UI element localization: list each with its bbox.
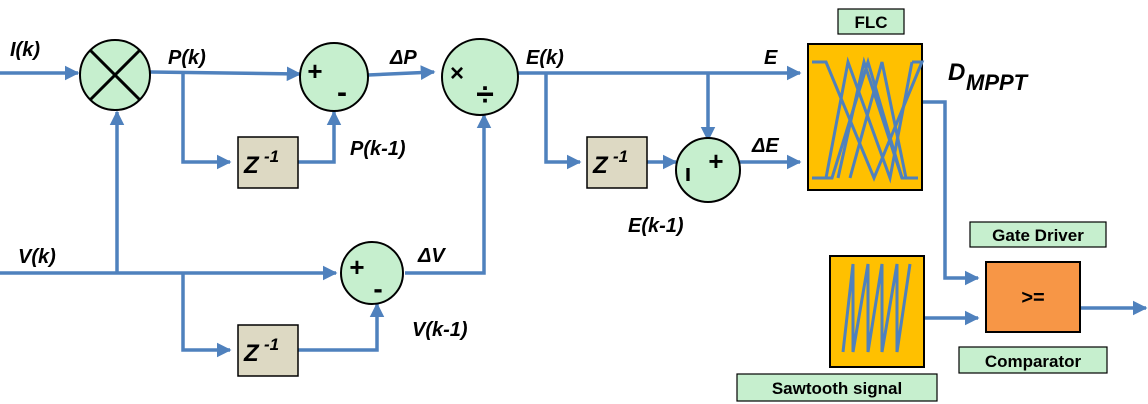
label-input-current: I(k) <box>10 39 40 61</box>
membership-function <box>812 56 918 180</box>
label-voltage-prev: V(k-1) <box>412 319 468 341</box>
label-error: E(k) <box>526 47 564 69</box>
sawtooth-wave <box>841 263 912 353</box>
delay-block-voltage: Z -1 <box>237 324 299 377</box>
delay-z: Z <box>243 340 260 367</box>
membership-function <box>824 56 914 184</box>
membership-function <box>812 60 925 182</box>
sum-block-power: + - <box>299 42 369 112</box>
multiplier-block <box>79 39 151 111</box>
plus-sign: + <box>349 252 364 282</box>
plus-sign: + <box>307 56 322 86</box>
wire-dv <box>405 113 492 275</box>
wire-ek-branch <box>544 73 582 170</box>
label-error-prev: E(k-1) <box>628 215 684 237</box>
comparator-tag: Comparator <box>958 346 1108 374</box>
svg-text:Gate Driver: Gate Driver <box>992 226 1084 245</box>
minus-sign: - <box>373 273 382 304</box>
sum-block-error: + ı <box>675 137 741 203</box>
membership-function <box>848 61 908 179</box>
label-delta-power: ΔP <box>389 47 417 69</box>
compare-sign: >= <box>1021 287 1044 309</box>
delay-z: Z <box>243 152 260 179</box>
wire-pk-branch <box>181 72 232 170</box>
label-input-voltage: V(k) <box>18 246 56 268</box>
wire-pk1 <box>297 110 342 164</box>
gate-driver-tag: Gate Driver <box>969 221 1107 248</box>
svg-text:Comparator: Comparator <box>985 352 1082 371</box>
sum-block-voltage: + - <box>340 241 404 305</box>
label-duty-main: D <box>948 59 965 86</box>
minus-sign: - <box>337 76 347 109</box>
wire-vk-branch <box>181 273 232 358</box>
label-delta-voltage: ΔV <box>417 245 446 267</box>
plus-sign: + <box>708 146 723 176</box>
flc-block <box>807 43 925 191</box>
label-duty-sub: MPPT <box>966 70 1029 95</box>
label-delta-error: ΔE <box>751 135 779 157</box>
delay-exp: -1 <box>264 147 279 166</box>
wire-vk1 <box>297 302 385 352</box>
label-power: P(k) <box>168 47 206 69</box>
wire-dmppt <box>922 100 980 286</box>
sawtooth-tag: Sawtooth signal <box>736 373 938 402</box>
label-error-short: E <box>764 47 778 69</box>
wire-dp <box>367 65 436 80</box>
signal-wires <box>0 65 1148 358</box>
delay-exp: -1 <box>613 147 628 166</box>
delay-block-error: Z -1 <box>586 136 648 189</box>
minus-sign: ı <box>685 160 692 187</box>
divider-block: × ÷ <box>441 38 519 116</box>
delay-block-power: Z -1 <box>237 136 299 189</box>
flc-tag: FLC <box>837 8 905 35</box>
delay-z: Z <box>592 152 609 179</box>
label-power-prev: P(k-1) <box>350 138 406 160</box>
delay-exp: -1 <box>264 335 279 354</box>
comparator-block: >= <box>985 261 1081 333</box>
divide-sign: ÷ <box>476 76 494 112</box>
multiply-sign: × <box>450 60 464 87</box>
svg-text:FLC: FLC <box>854 13 887 32</box>
svg-text:Sawtooth signal: Sawtooth signal <box>772 379 902 398</box>
sawtooth-block <box>829 255 925 368</box>
wire-pk <box>149 66 302 82</box>
